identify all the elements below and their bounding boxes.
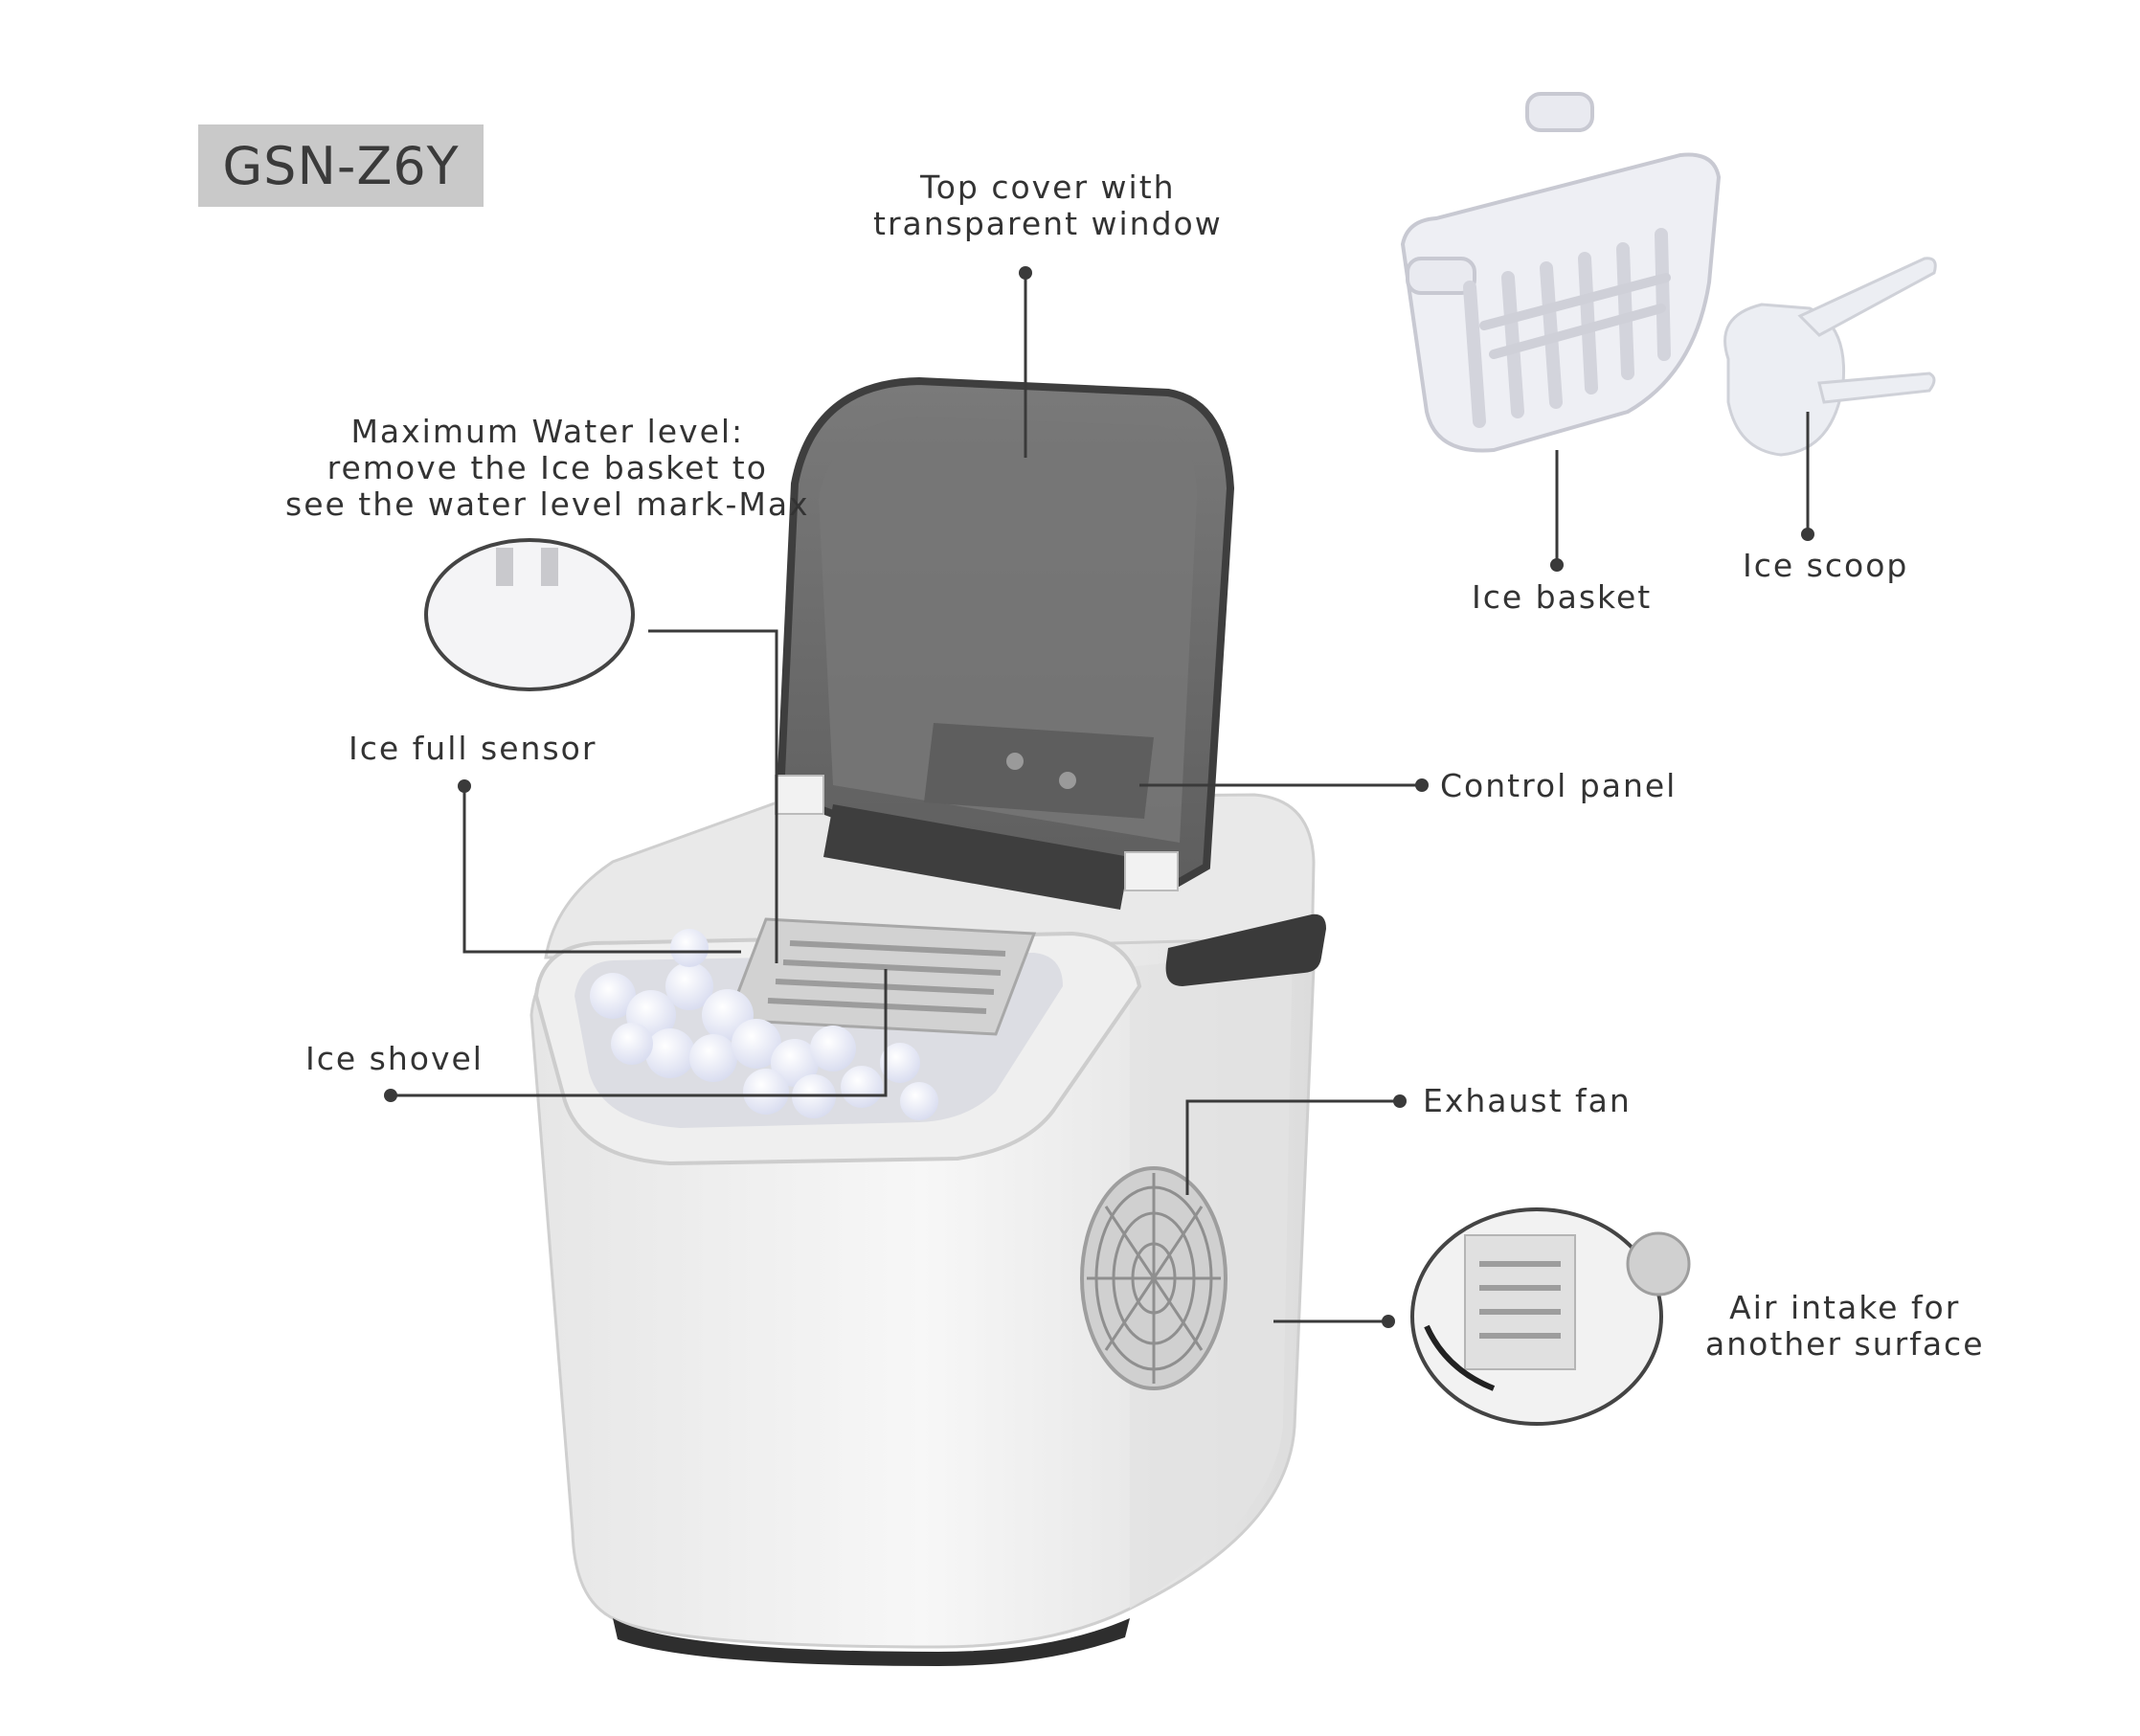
air-intake-label-line: another surface [1705,1325,1985,1363]
air-intake-label-line: Air intake for [1729,1289,1961,1326]
ice-full-sensor-label: Ice full sensor [349,730,597,767]
max-water-label: Maximum Water level: remove the Ice bask… [285,414,810,523]
ice-scoop-label: Ice scoop [1743,547,1909,584]
max-water-label-line: remove the Ice basket to [327,449,768,486]
model-badge: GSN-Z6Y [198,124,484,207]
air-intake-label: Air intake for another surface [1705,1290,1985,1363]
ice-cubes [590,929,938,1120]
exhaust-fan-grille [1080,1166,1228,1390]
ice-maker-body [529,793,1326,1666]
ice-scoop-illustration [1723,257,1937,457]
air-intake-inset [1410,1207,1691,1426]
water-level-inset [424,538,635,691]
leader-dots [384,266,1814,1328]
control-panel [924,723,1154,819]
ice-shovel-label: Ice shovel [305,1040,484,1077]
exhaust-fan-label: Exhaust fan [1423,1082,1632,1119]
ice-basket-illustration [1400,92,1722,453]
ice-basket-label: Ice basket [1472,578,1653,616]
max-water-label-line: Maximum Water level: [350,413,745,450]
top-cover-lid [775,376,1235,910]
top-cover-label-line: transparent window [873,205,1223,242]
top-cover-label-line: Top cover with [920,169,1176,206]
max-water-label-line: see the water level mark-Max [285,485,810,523]
top-cover-label: Top cover with transparent window [873,169,1223,242]
control-panel-label: Control panel [1440,767,1678,804]
leader-lines [391,273,1810,1323]
